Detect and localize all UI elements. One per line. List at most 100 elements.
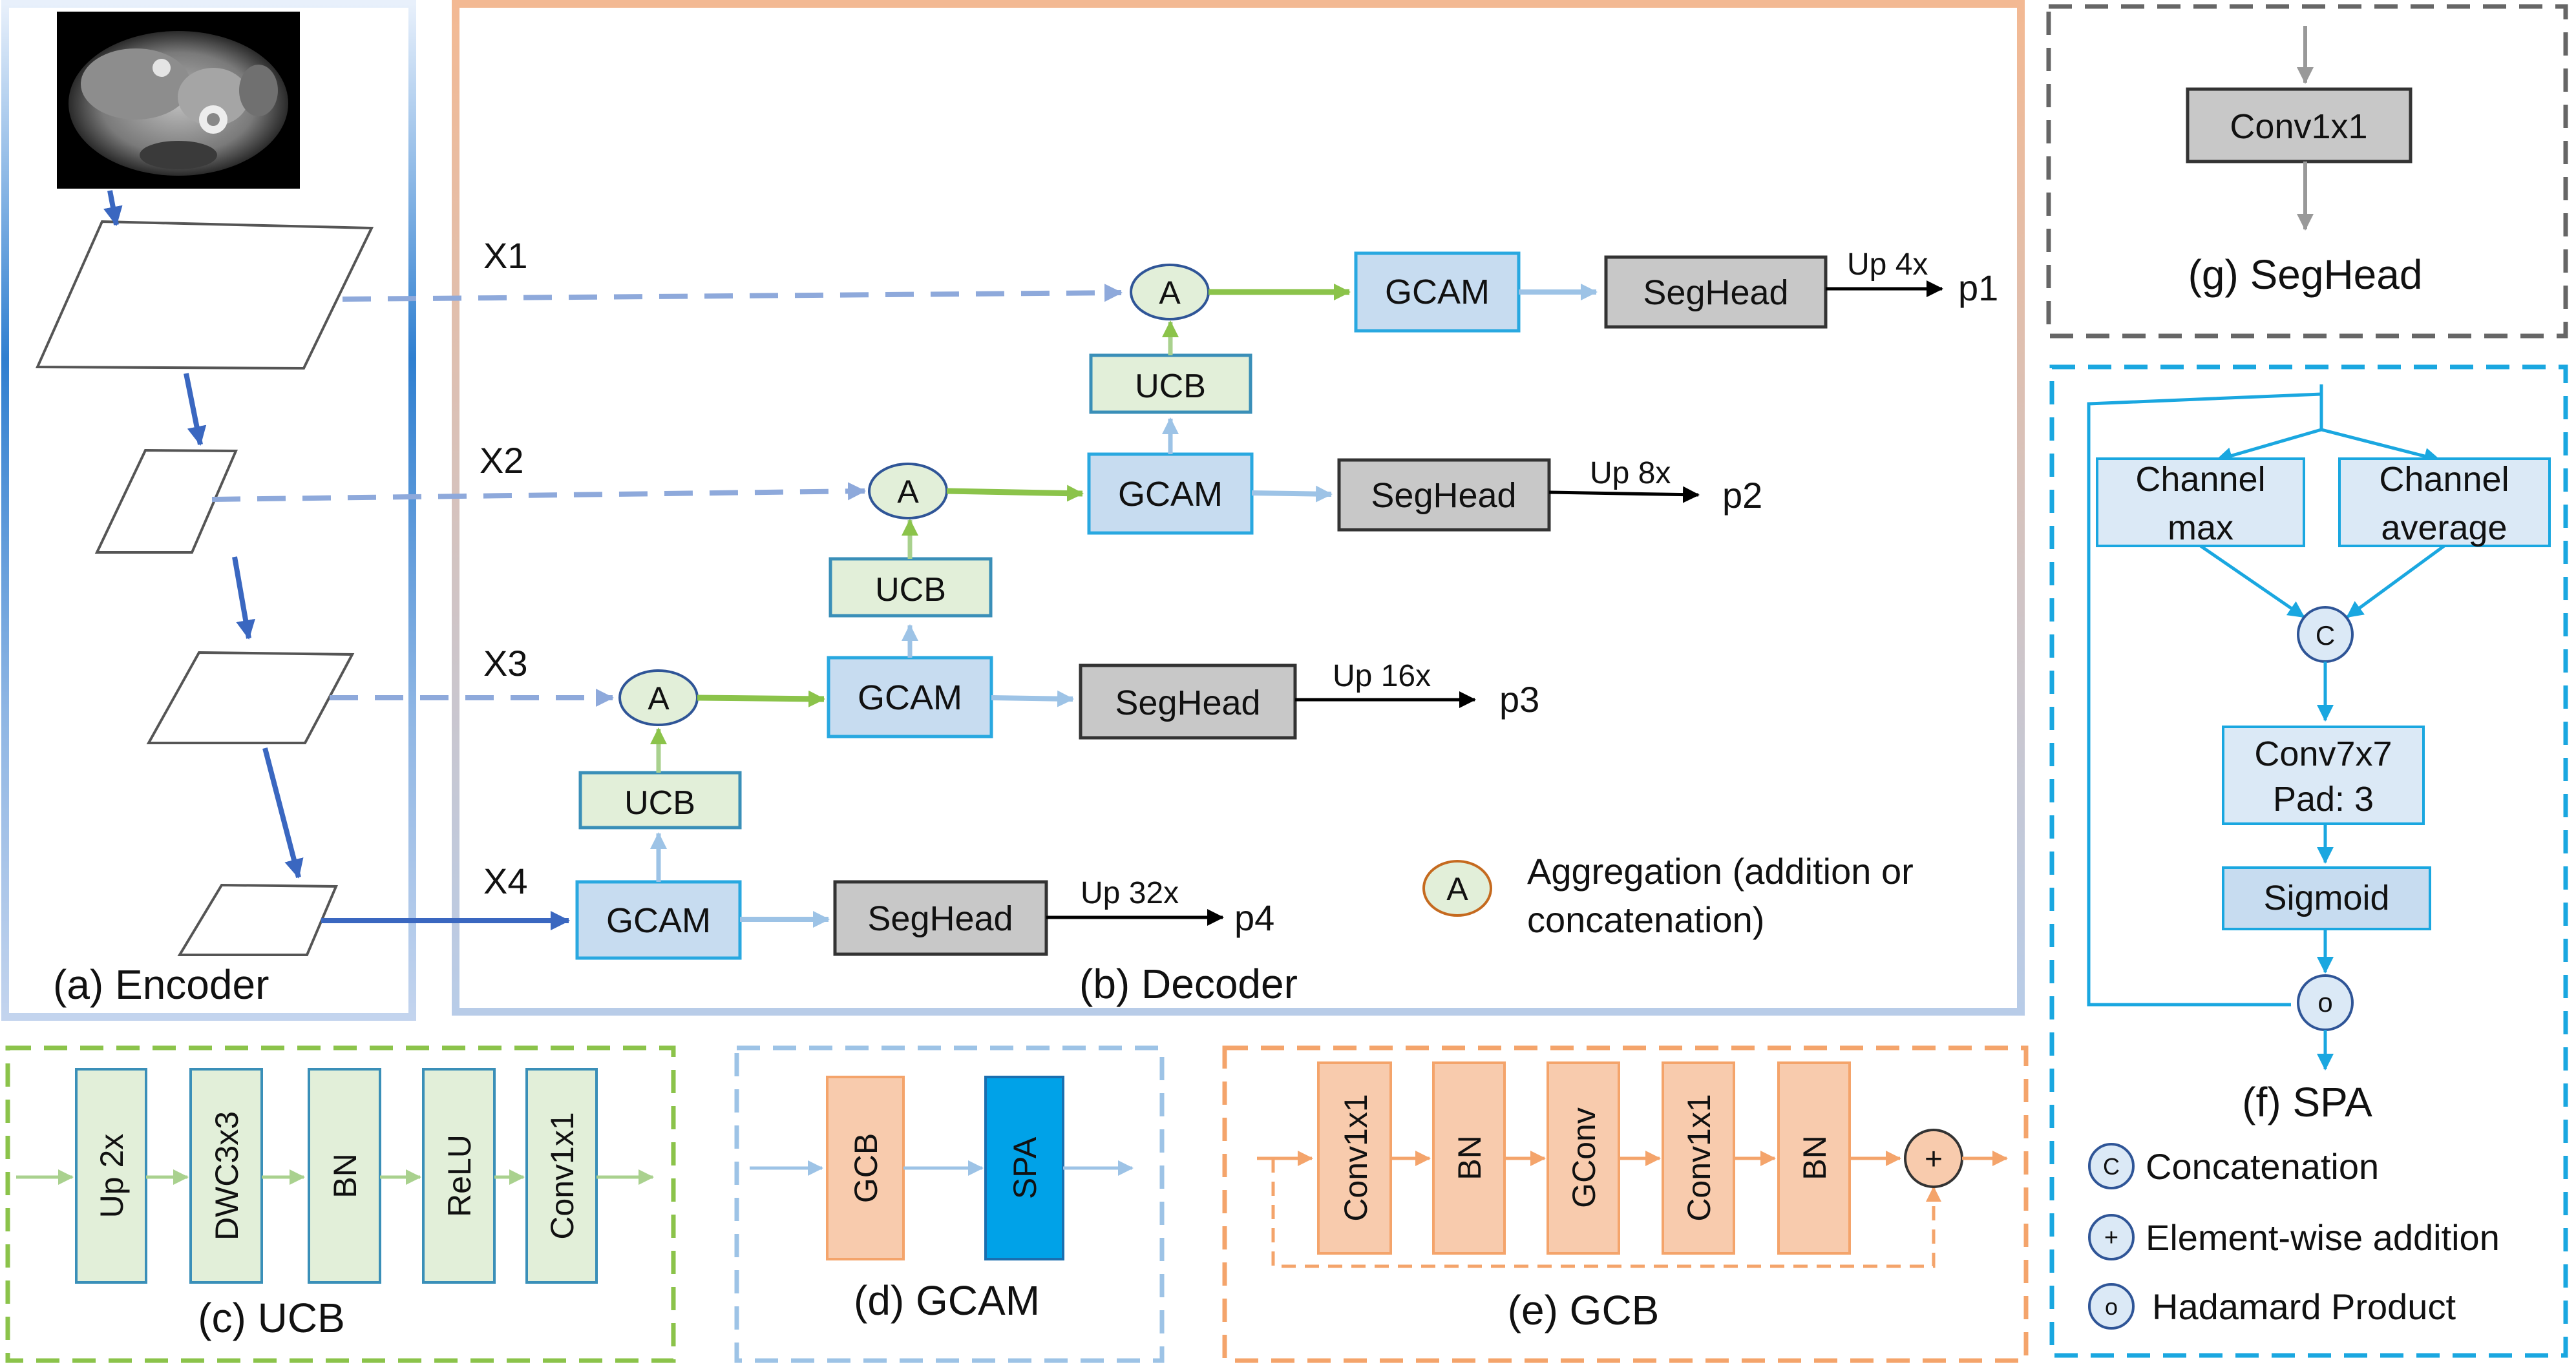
encoder-arrow-2 — [232, 556, 255, 640]
gcb-bn2-label: BN — [1797, 1135, 1833, 1180]
gcb-add-symbol: + — [1925, 1142, 1943, 1176]
encoder-panel: (a) Encoder — [1, 0, 416, 1021]
encoder-arrow-1 — [184, 373, 207, 446]
spa-conv-line1: Conv7x7 — [2254, 735, 2392, 773]
encoder-arrow-3 — [262, 747, 304, 879]
output-p4: p4 — [1234, 897, 1274, 938]
spa-hadamard-symbol: o — [2317, 987, 2332, 1018]
feature-map-2 — [94, 448, 238, 554]
spa-conv-block — [2222, 726, 2425, 825]
spa-concat-symbol: C — [2316, 620, 2335, 651]
spa-sigmoid-block — [2222, 866, 2431, 930]
ucb-block-3-label: UCB — [624, 784, 695, 822]
gcb-residual-path — [1271, 1158, 1941, 1268]
agg2-to-gcam2-arrow — [946, 485, 1084, 502]
seghead-block-2 — [1337, 458, 1551, 532]
gcb-panel-caption: (e) GCB — [1508, 1287, 1660, 1333]
seghead-conv-block — [2186, 87, 2412, 163]
decoder-border — [452, 0, 2025, 1016]
spa-panel-border — [2049, 364, 2568, 1358]
add-legend-symbol: + — [2104, 1224, 2118, 1251]
decoder-caption: (b) Decoder — [1079, 961, 1298, 1007]
gcam-spa-block — [984, 1076, 1064, 1260]
seghead-block-3 — [1079, 664, 1297, 740]
ucb-relu-label: ReLU — [441, 1134, 478, 1217]
output-p2: p2 — [1722, 475, 1762, 516]
gcb-conv1-label: Conv1x1 — [1338, 1094, 1374, 1221]
gcb-bn1-block — [1432, 1061, 1506, 1255]
hadamard-legend-symbol: o — [2105, 1293, 2118, 1320]
output-p3: p3 — [1499, 679, 1539, 720]
encoder-border — [1, 0, 416, 1021]
feature-map-4 — [177, 883, 339, 956]
upsample-label-4: Up 32x — [1081, 876, 1179, 910]
channel-max-line2: max — [2168, 508, 2233, 547]
skip-connection-x2 — [211, 482, 866, 502]
ucb-bn-block — [308, 1068, 381, 1284]
gcb-conv1-block — [1317, 1061, 1392, 1255]
upsample-label-3: Up 16x — [1333, 659, 1431, 693]
aggregation-legend-symbol: A — [1446, 871, 1468, 907]
agg3-to-gcam3-arrow — [697, 690, 825, 707]
gcb-gconv-label: GConv — [1566, 1107, 1602, 1208]
gcb-conv2-label: Conv1x1 — [1681, 1094, 1717, 1221]
channel-average-block — [2338, 457, 2551, 547]
gcam-block-4 — [575, 880, 742, 960]
add-legend-icon — [2088, 1214, 2135, 1260]
aggregation-legend-icon — [1422, 860, 1492, 917]
gcam-gcb-label: GCB — [848, 1133, 884, 1203]
ucb-block-2-label: UCB — [875, 571, 946, 609]
aggregation-legend-line2: concatenation) — [1527, 899, 1764, 940]
spa-panel-caption: (f) SPA — [2242, 1079, 2372, 1125]
ucb-block-1-label: UCB — [1135, 368, 1206, 405]
gcb-panel-border — [1222, 1045, 2029, 1363]
seghead-panel: Conv1x1 (g) SegHead — [2046, 4, 2568, 339]
feature-map-3 — [146, 651, 355, 744]
concat-legend-symbol: C — [2103, 1153, 2120, 1180]
ucb-panel-caption: (c) UCB — [198, 1295, 345, 1341]
gcam3-to-seghead3-arrow — [991, 690, 1074, 707]
gcam-block-3 — [827, 656, 993, 738]
spa-split-right-arrow — [2321, 428, 2441, 465]
gcam-panel: GCB SPA (d) GCAM — [734, 1045, 1165, 1363]
spa-split-left-arrow — [2215, 428, 2322, 464]
upsample-label-2: Up 8x — [1590, 456, 1671, 490]
ct-image — [57, 12, 300, 189]
gcam-gcb-block — [826, 1076, 905, 1260]
ucb-block-2 — [829, 557, 993, 618]
skip-connection-x1 — [342, 284, 1123, 302]
channel-average-line1: Channel — [2379, 460, 2509, 499]
encoder-caption: (a) Encoder — [53, 961, 269, 1008]
seghead-conv-label: Conv1x1 — [2230, 107, 2367, 146]
output-p1: p1 — [1958, 267, 1998, 308]
hadamard-legend-icon — [2088, 1283, 2135, 1330]
gcam2-to-seghead2-arrow — [1251, 485, 1333, 503]
gcb-gconv-block — [1547, 1061, 1620, 1255]
upsample-label-1: Up 4x — [1847, 247, 1928, 282]
concat-legend-icon — [2088, 1143, 2135, 1189]
seghead-block-2-label: SegHead — [1371, 476, 1516, 515]
skip-label-x1: X1 — [483, 235, 528, 276]
channel-max-line1: Channel — [2135, 460, 2265, 499]
concat-legend-label: Concatenation — [2146, 1146, 2379, 1187]
seghead-block-3-label: SegHead — [1115, 684, 1260, 722]
gcam-block-3-label: GCAM — [858, 678, 962, 717]
upsample-arrow-2 — [1548, 486, 1700, 503]
feature-map-1 — [35, 220, 374, 370]
add-legend-label: Element-wise addition — [2146, 1217, 2500, 1258]
gcam-panel-border — [734, 1045, 1165, 1363]
gcam-block-2-label: GCAM — [1118, 475, 1223, 514]
gcam-spa-label: SPA — [1007, 1136, 1043, 1199]
seghead-panel-border — [2046, 4, 2568, 339]
hadamard-legend-label: Hadamard Product — [2152, 1286, 2456, 1327]
aggregation-node-2-symbol: A — [897, 474, 919, 510]
ucb-panel-border — [5, 1045, 676, 1363]
spa-panel: Channel max Channel average C Conv7x7 Pa… — [2049, 364, 2568, 1358]
ucb-bn-label: BN — [327, 1153, 363, 1198]
spa-residual-path — [2087, 392, 2322, 1007]
skip-label-x2: X2 — [480, 440, 524, 481]
aggregation-node-3-symbol: A — [648, 680, 670, 716]
ucb-dwc-block — [189, 1068, 263, 1284]
skip-label-x4: X4 — [483, 861, 528, 901]
avg-to-concat-arrow — [2346, 544, 2445, 619]
